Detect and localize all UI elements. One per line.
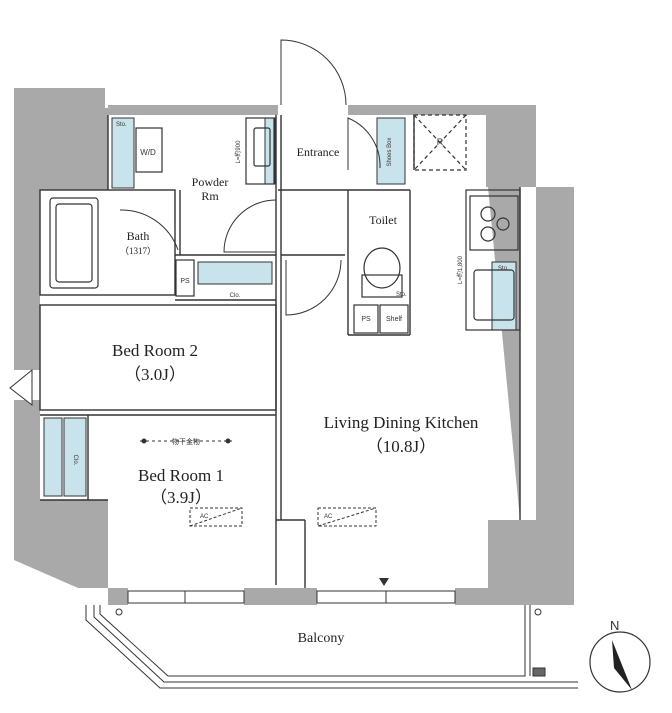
main-entry-marker: [379, 578, 389, 586]
label-dryer-rail: 物干金物: [172, 437, 200, 446]
label-clo-1: Clo.: [230, 293, 241, 299]
room-label-ldk: Living Dining Kitchen: [324, 413, 479, 432]
toilet-bowl: [363, 247, 401, 289]
side-opening-marker: [9, 368, 33, 407]
label-kitchen-length: L=約1,800: [456, 255, 464, 284]
room-label-powder-2: Rm: [201, 189, 219, 203]
label-sto-kitchen: Sto.: [498, 266, 509, 272]
interior-lines: [39, 115, 521, 588]
dryer-rail: [140, 438, 232, 444]
room-size-ldk: （10.8J）: [366, 437, 436, 456]
label-ps-2: PS: [361, 316, 371, 323]
label-shelf: Shelf: [386, 316, 402, 323]
shelf-box: [379, 304, 409, 334]
label-shoes-box: Shoes Box: [387, 137, 393, 166]
room-label-bed-room-1: Bed Room 1: [138, 466, 224, 485]
balcony-outline: [85, 605, 578, 689]
ac-units: [189, 507, 377, 527]
washer: [135, 127, 163, 173]
room-label-bed-room-2: Bed Room 2: [112, 341, 198, 360]
toilet-tank: [361, 274, 403, 298]
label-clo-2: Clo.: [72, 455, 78, 466]
label-ac-2: AC: [324, 514, 333, 520]
room-label-toilet: Toilet: [369, 213, 397, 227]
compass: N: [589, 618, 651, 693]
bathtub-inner: [55, 203, 93, 283]
storage-areas: [43, 117, 517, 497]
vanity: [245, 117, 275, 185]
room-size-bath: （1317）: [120, 246, 156, 256]
compass-north-label: N: [610, 618, 619, 633]
bathtub-outer: [49, 197, 99, 289]
room-size-bed-room-1: （3.9J）: [150, 488, 212, 507]
door-swings: [119, 39, 381, 316]
refrigerator-space: [413, 114, 467, 171]
ps-box-1: [175, 259, 195, 297]
room-label-bath: Bath: [127, 229, 150, 243]
label-r: R: [437, 137, 444, 147]
label-ac-1: AC: [200, 514, 209, 520]
label-ps-1: PS: [180, 278, 190, 285]
label-wd: W/D: [140, 148, 156, 157]
room-size-bed-room-2: （3.0J）: [124, 365, 186, 384]
fixtures: [49, 114, 521, 334]
label-sto-wd: Sto.: [116, 122, 127, 128]
walls: [14, 88, 574, 605]
room-label-entrance: Entrance: [297, 145, 340, 159]
label-vanity-length: L=約900: [234, 140, 242, 164]
windows: [127, 590, 456, 604]
ps-box-2: [353, 304, 379, 334]
room-label-balcony: Balcony: [298, 631, 345, 646]
label-sto-toilet: Sto.: [396, 292, 407, 298]
north-arrow-icon: [612, 640, 632, 690]
stove: [469, 195, 519, 251]
kitchen-sink: [473, 269, 515, 321]
room-label-powder-1: Powder: [192, 175, 229, 189]
